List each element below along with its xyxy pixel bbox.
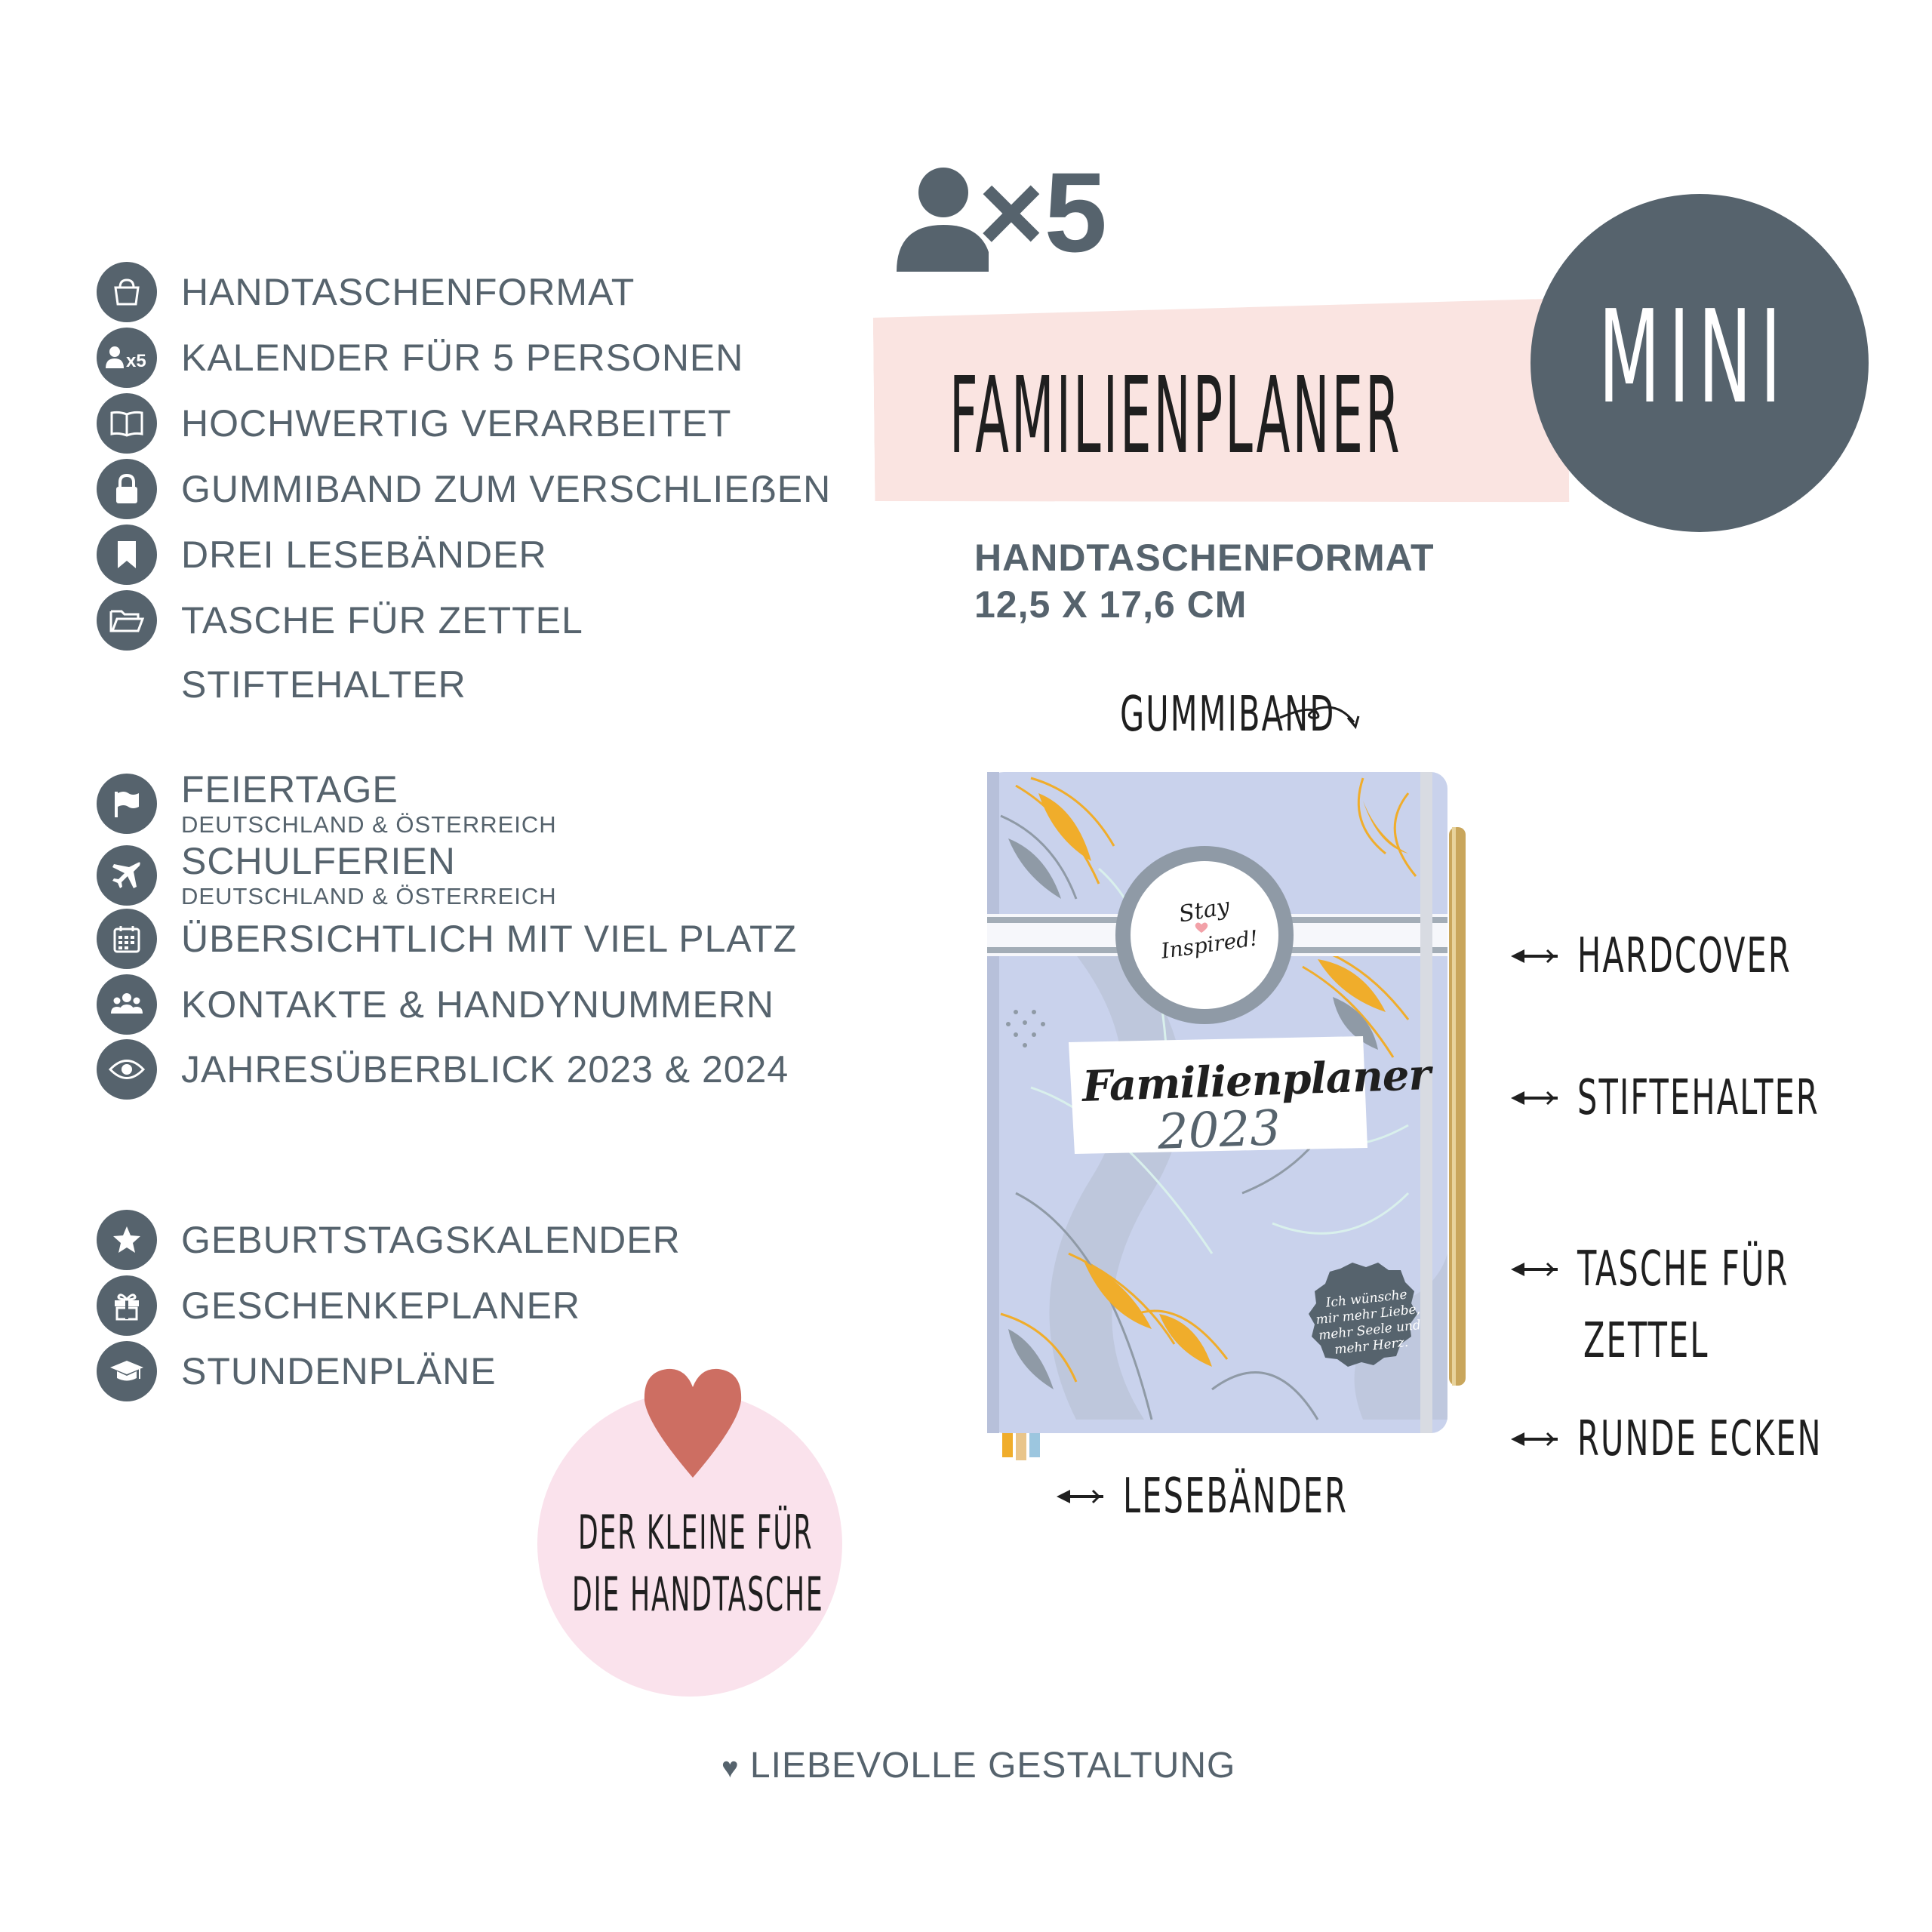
footer-heart-icon: ♥ [721,1752,740,1784]
title-text: FAMILIENPLANER [949,355,1402,478]
footer: ♥ LIEBEVOLLE GESTALTUNG [721,1745,1235,1786]
feature-overview: ÜBERSICHTLICH MIT VIEL PLATZ [97,909,797,969]
calendar-icon [97,909,157,969]
persons-x5-icon: x5 [97,328,157,388]
folder-icon [97,590,157,651]
people-icon [97,974,157,1035]
footer-text: LIEBEVOLLE GESTALTUNG [749,1746,1236,1786]
feature-elastic: GUMMIBAND ZUM VERSCHLIEẞEN [97,459,831,519]
callout-tasche: TASCHE FÜR [1509,1241,1872,1297]
feature-quality: HOCHWERTIG VERARBEITET [97,393,731,454]
persons-x5-badge: ×5 [897,149,1153,279]
feature-contacts: KONTAKTE & HANDYNUMMERN [97,974,774,1035]
open-book-icon [97,393,157,454]
feature-handbag: HANDTASCHENFORMAT [97,262,635,322]
feature-label: GUMMIBAND ZUM VERSCHLIEẞEN [181,468,832,510]
feature-pocket: TASCHE FÜR ZETTEL [97,590,583,651]
persons-x5-text: ×5 [978,149,1108,275]
feature-sublabel: DEUTSCHLAND & ÖSTERREICH [181,883,557,909]
feature-ribbons: DREI LESEBÄNDER [97,525,547,585]
book-year: 2023 [1156,1100,1282,1161]
heart-icon [644,1368,742,1478]
eye-icon [97,1039,157,1100]
feature-label: TASCHE FÜR ZETTEL [181,599,583,641]
callout-gummiband: GUMMIBAND [1120,687,1369,743]
callout-runde-ecken: RUNDE ECKEN [1509,1411,1918,1467]
star-icon [97,1210,157,1270]
format-size: 12,5 X 17,6 CM [974,583,1247,626]
feature-label: DREI LESEBÄNDER [181,534,547,576]
callout-hardcover: HARDCOVER [1509,928,1875,984]
feature-sublabel: DEUTSCHLAND & ÖSTERREICH [181,811,557,838]
mini-badge-text: MINI [1598,283,1790,432]
gift-icon [97,1275,157,1336]
feature-label: GEBURTSTAGSKALENDER [181,1219,681,1261]
bookmark-icon [97,525,157,585]
lock-icon [97,459,157,519]
planner-book: Stay Inspired! Familienplaner 2023 Ich w… [986,771,1469,1465]
person-icon [897,168,989,272]
feature-timetables: STUNDENPLÄNE [97,1341,497,1401]
flag-icon [97,773,157,834]
format-heading: HANDTASCHENFORMAT [974,537,1435,579]
feature-label: JAHRESÜBERBLICK 2023 & 2024 [181,1048,789,1091]
svg-text:x5: x5 [126,351,146,371]
feature-birthdays: GEBURTSTAGSKALENDER [97,1210,681,1270]
callout-tasche-line2: ZETTEL [1583,1313,1709,1369]
arrow-left-icon [1511,949,1558,964]
arrow-left-icon [1511,1432,1558,1447]
airplane-icon [97,844,157,906]
handbag-icon [97,262,157,322]
callout-stiftehalter: STIFTEHALTER [1509,1070,1914,1126]
arrow-left-icon [1057,1489,1103,1504]
arrow-left-icon [1511,1262,1558,1277]
curly-arrow-icon [1279,706,1360,730]
callout-lesebaender: LESEBÄNDER [1055,1469,1435,1524]
feature-label: STUNDENPLÄNE [181,1350,497,1392]
feature-year-overview: JAHRESÜBERBLICK 2023 & 2024 [97,1039,789,1100]
feature-gifts: GESCHENKEPLANER [97,1275,580,1336]
bubble-line1: DER KLEINE FÜR [578,1505,814,1560]
feature-label: KALENDER FÜR 5 PERSONEN [181,337,744,379]
planner-cover-illustration [987,772,1466,1460]
graduation-cap-icon [97,1341,157,1401]
feature-pen-holder-label: STIFTEHALTER [181,663,466,706]
feature-label: ÜBERSICHTLICH MIT VIEL PLATZ [181,918,798,960]
feature-label: GESCHENKEPLANER [181,1284,581,1327]
feature-label: KONTAKTE & HANDYNUMMERN [181,983,775,1026]
arrow-left-icon [1511,1091,1558,1106]
mini-badge: MINI [1531,194,1869,532]
bubble-line2: DIE HANDTASCHE [572,1567,824,1622]
feature-label: HANDTASCHENFORMAT [181,271,635,313]
feature-label: HOCHWERTIG VERARBEITET [181,402,732,445]
feature-persons: x5 KALENDER FÜR 5 PERSONEN [97,328,743,388]
